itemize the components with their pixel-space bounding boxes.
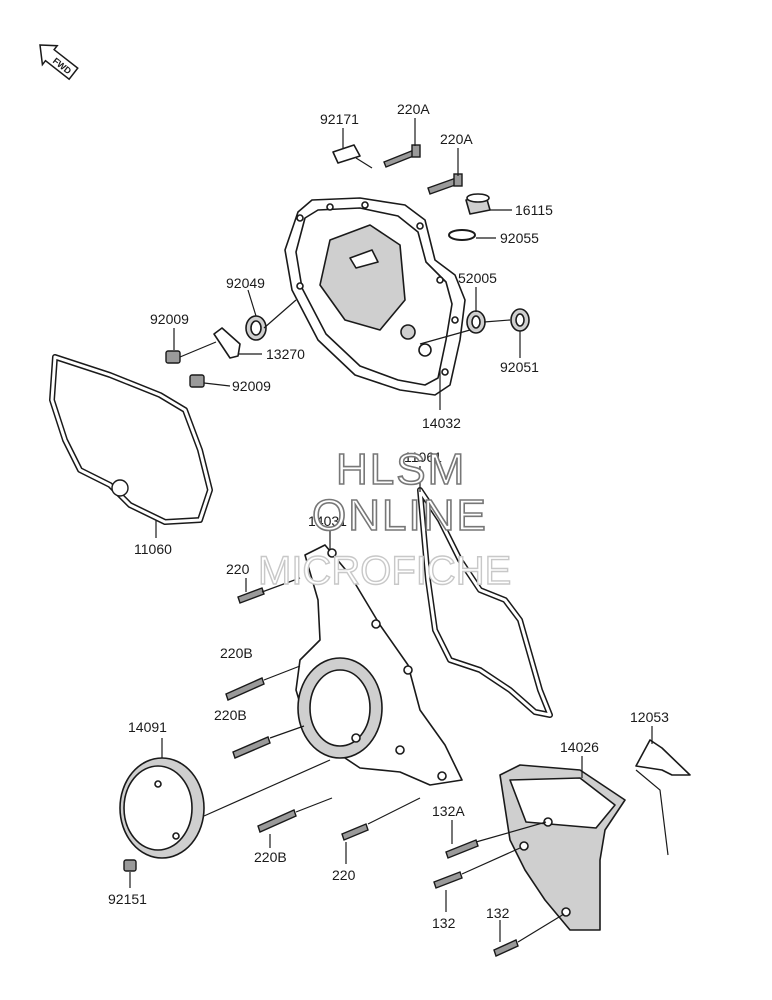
watermark-line-2: ONLINE [312, 491, 488, 540]
bolt-220B-c [257, 809, 297, 833]
label-12053: 12053 [630, 709, 669, 725]
label-220B-3: 220B [254, 849, 287, 865]
label-92151: 92151 [108, 891, 147, 907]
label-11061: 11061 [404, 449, 442, 465]
label-92009-1: 92009 [150, 311, 189, 327]
label-14031: 14031 [308, 513, 347, 529]
leader-lines [129, 118, 653, 943]
label-220A-1: 220A [397, 101, 430, 117]
label-52005: 52005 [458, 270, 497, 286]
plate-13270 [213, 327, 241, 359]
sprocket-cover-14026 [499, 764, 626, 931]
bolt-220A-b [427, 173, 463, 195]
watermark-line-3: MICROFICHE [258, 549, 511, 593]
label-220B-2: 220B [214, 707, 247, 723]
plug-16115 [465, 193, 491, 215]
bolt-92009-a [165, 350, 181, 364]
label-92051: 92051 [500, 359, 539, 375]
label-132A: 132A [432, 803, 465, 819]
clutch-cover-14032 [284, 197, 466, 396]
bracket-92171 [332, 144, 373, 169]
generator-cover-14031 [295, 544, 463, 786]
seal-92051 [510, 308, 530, 332]
watermark-line-1: HLSM [336, 445, 466, 494]
cap-14091 [119, 757, 205, 859]
bolt-220-a [237, 587, 265, 604]
label-14026: 14026 [560, 739, 599, 755]
bolt-132A [445, 839, 479, 859]
bracket-12053 [635, 739, 691, 856]
label-92055: 92055 [500, 230, 539, 246]
bolt-220A-a [383, 144, 421, 168]
label-16115: 16115 [515, 202, 553, 218]
bolt-132-b [493, 939, 519, 957]
label-92009-2: 92009 [232, 378, 271, 394]
gasket-11060 [49, 354, 213, 525]
label-92049: 92049 [226, 275, 265, 291]
label-11060: 11060 [134, 541, 172, 557]
o-ring-92055 [448, 229, 476, 241]
label-220A-2: 220A [440, 131, 473, 147]
fwd-arrow-icon: FWD [39, 44, 79, 81]
label-14091: 14091 [128, 719, 167, 735]
label-13270: 13270 [266, 346, 305, 362]
label-132-2: 132 [486, 905, 510, 921]
bolt-92009-b [189, 374, 205, 388]
label-92171: 92171 [320, 111, 359, 127]
gasket-11061 [417, 487, 553, 718]
bolt-220-b [341, 823, 369, 841]
label-220B-1: 220B [220, 645, 253, 661]
bolt-220B-a [225, 677, 265, 701]
label-220-2: 220 [332, 867, 356, 883]
seal-92049 [245, 315, 267, 341]
label-14032: 14032 [422, 415, 461, 431]
bolt-132-a [433, 871, 463, 889]
label-132-1: 132 [432, 915, 456, 931]
label-220-1: 220 [226, 561, 250, 577]
watermark: HLSM ONLINE MICROFICHE [257, 444, 512, 594]
bolt-220B-b [232, 736, 271, 759]
bolt-92151 [123, 859, 137, 872]
